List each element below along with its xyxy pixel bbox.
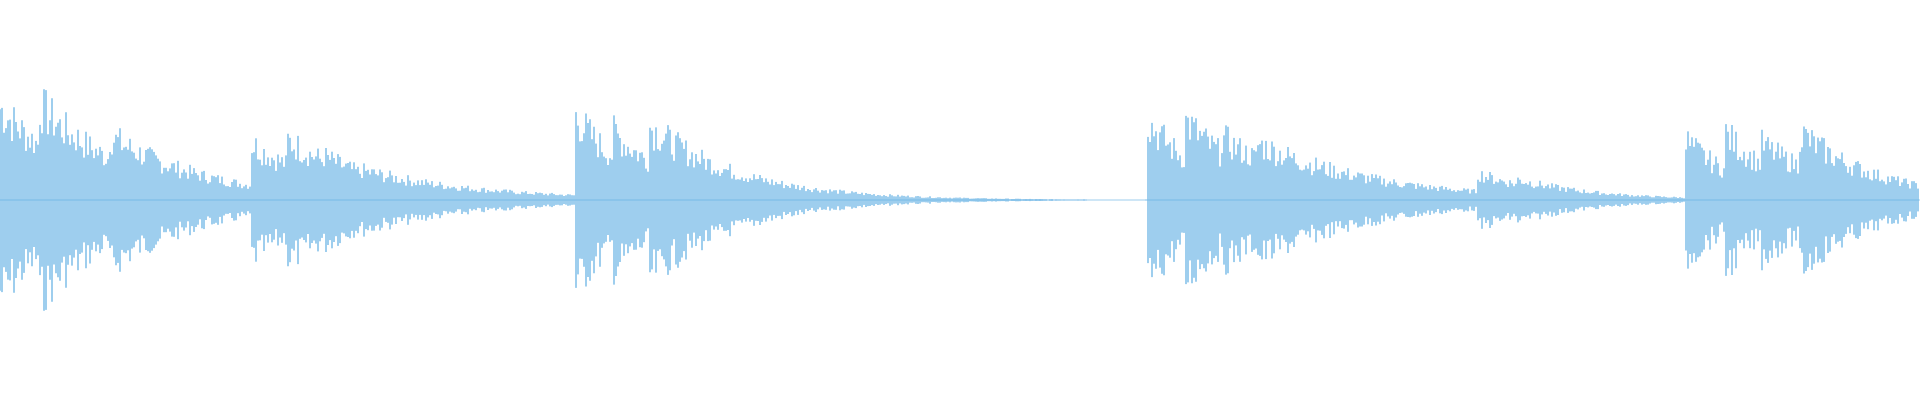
waveform-bars <box>0 89 1919 311</box>
